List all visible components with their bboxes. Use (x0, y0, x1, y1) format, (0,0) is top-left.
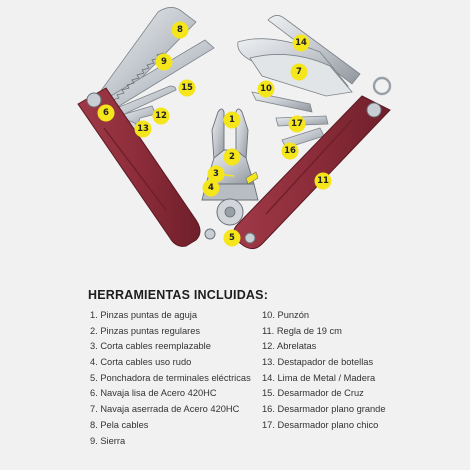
svg-text:3: 3 (213, 169, 219, 179)
tool-item-15: 15. Desarmador de Cruz (262, 388, 364, 399)
tool-item-1: 1. Pinzas puntas de aguja (90, 310, 197, 320)
needle-nose-jaw-left (211, 108, 225, 162)
tools-heading: HERRAMIENTAS INCLUIDAS: (88, 288, 269, 302)
tool-item-6: 6. Navaja lisa de Acero 420HC (90, 388, 217, 399)
tool-list-right: 10. Punzón 11. Regla de 19 cm 12. Abrela… (262, 308, 386, 434)
lanyard-ring (372, 76, 392, 96)
callout-6: 6 (97, 104, 115, 122)
svg-text:15: 15 (181, 83, 193, 93)
svg-text:13: 13 (137, 124, 149, 134)
tool-item-12: 12. Abrelatas (262, 341, 317, 352)
tool-item-10: 10. Punzón (262, 310, 310, 320)
svg-text:6: 6 (103, 108, 109, 118)
tool-item-2: 2. Pinzas puntas regulares (90, 325, 201, 336)
tool-item-5: 5. Ponchadora de terminales eléctricas (90, 372, 251, 383)
tool-item-16: 16. Desarmador plano grande (262, 404, 386, 415)
phillips-driver (111, 85, 177, 119)
callout-13: 13 (134, 120, 152, 138)
svg-text:16: 16 (284, 146, 296, 156)
callout-2: 2 (223, 148, 241, 166)
multitool-illustration: 8 9 15 6 12 13 1 2 3 4 5 14 (77, 7, 392, 250)
pliers-head (201, 108, 259, 226)
tool-item-4: 4. Corta cables uso rudo (90, 357, 192, 368)
tool-item-17: 17. Desarmador plano chico (262, 419, 379, 430)
tool-item-11: 11. Regla de 19 cm (262, 325, 342, 336)
svg-text:14: 14 (295, 38, 307, 48)
tool-item-13: 13. Destapador de botellas (262, 357, 374, 368)
svg-text:2: 2 (229, 152, 235, 162)
right-handle (232, 95, 391, 250)
svg-text:7: 7 (296, 67, 302, 77)
tool-item-9: 9. Sierra (90, 435, 126, 446)
callout-17: 17 (288, 115, 306, 133)
callout-1: 1 (223, 111, 241, 129)
callout-14: 14 (292, 34, 310, 52)
callout-10: 10 (257, 80, 275, 98)
callout-12: 12 (152, 107, 170, 125)
callout-3: 3 (207, 165, 235, 183)
callout-8: 8 (171, 21, 189, 39)
tool-item-14: 14. Lima de Metal / Madera (262, 372, 376, 383)
callout-15: 15 (178, 79, 196, 97)
saw-teeth (107, 52, 165, 105)
svg-text:11: 11 (317, 176, 329, 186)
tool-item-7: 7. Navaja aserrada de Acero 420HC (90, 404, 240, 415)
callout-5: 5 (223, 229, 241, 247)
svg-text:1: 1 (229, 115, 235, 125)
callout-4: 4 (202, 179, 220, 197)
callout-16: 16 (281, 142, 299, 160)
callout-7: 7 (290, 63, 308, 81)
callout-9: 9 (155, 53, 173, 71)
svg-text:5: 5 (229, 233, 235, 243)
tool-item-3: 3. Corta cables reemplazable (90, 341, 211, 352)
callout-11: 11 (314, 172, 332, 190)
svg-text:4: 4 (208, 183, 214, 193)
tool-item-8: 8. Pela cables (90, 419, 149, 430)
svg-text:10: 10 (260, 84, 272, 94)
tool-list-left: 1. Pinzas puntas de aguja 2. Pinzas punt… (90, 308, 251, 449)
svg-text:12: 12 (155, 111, 167, 121)
svg-text:8: 8 (177, 25, 183, 35)
svg-text:9: 9 (161, 57, 167, 67)
svg-text:17: 17 (291, 119, 303, 129)
left-handle (77, 87, 216, 247)
